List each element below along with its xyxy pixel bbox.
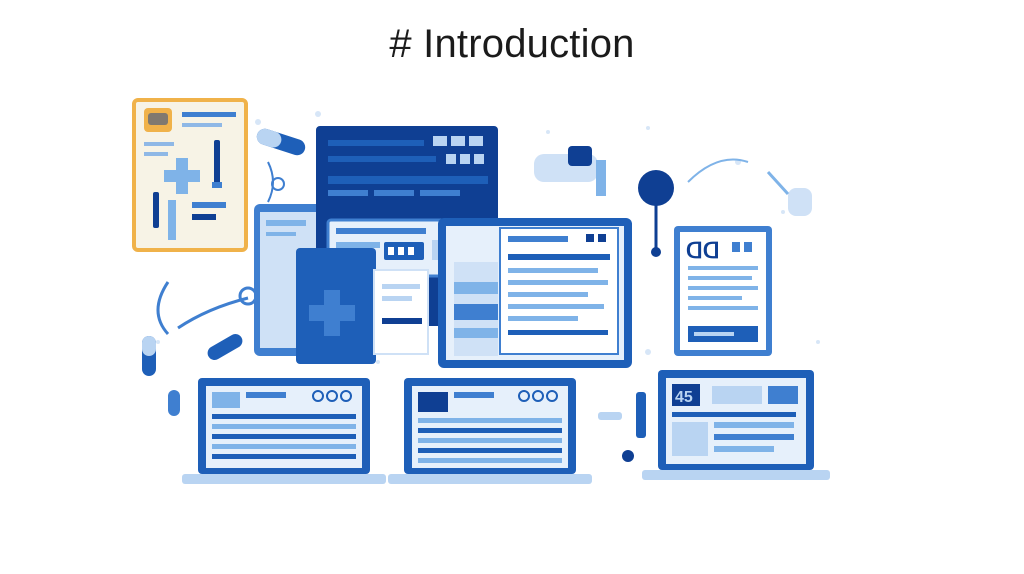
- patient-chart: ᗡᗡ: [674, 226, 772, 356]
- report-sheet: [373, 269, 429, 355]
- laptop-icon: [182, 378, 386, 484]
- stethoscope-icon: [156, 281, 258, 336]
- healthcare-illustration: ᗡᗡ: [132, 98, 830, 484]
- tablet-device-center: [438, 218, 632, 368]
- medical-record-card: [132, 98, 248, 252]
- lab-device-icon: [534, 146, 606, 196]
- pill-capsule-icon: [256, 128, 306, 156]
- laptop-screen-glyphs: 45: [675, 389, 693, 406]
- laptop-icon: 45: [642, 370, 830, 480]
- medical-cross-icon: [164, 158, 200, 194]
- chart-glyphs: ᗡᗡ: [686, 238, 720, 263]
- medicine-bottle-icon: [766, 170, 812, 216]
- syringe-icon: [153, 140, 222, 228]
- slide-title: # Introduction: [389, 22, 635, 66]
- stethoscope-icon: [267, 161, 285, 203]
- laptop-icon: [388, 378, 592, 484]
- medical-tablet: [296, 248, 376, 364]
- pill-capsule-icon: [142, 334, 243, 416]
- medical-cross-icon: [309, 290, 355, 336]
- syringe-icon: [598, 392, 646, 462]
- stethoscope-icon: [638, 158, 749, 257]
